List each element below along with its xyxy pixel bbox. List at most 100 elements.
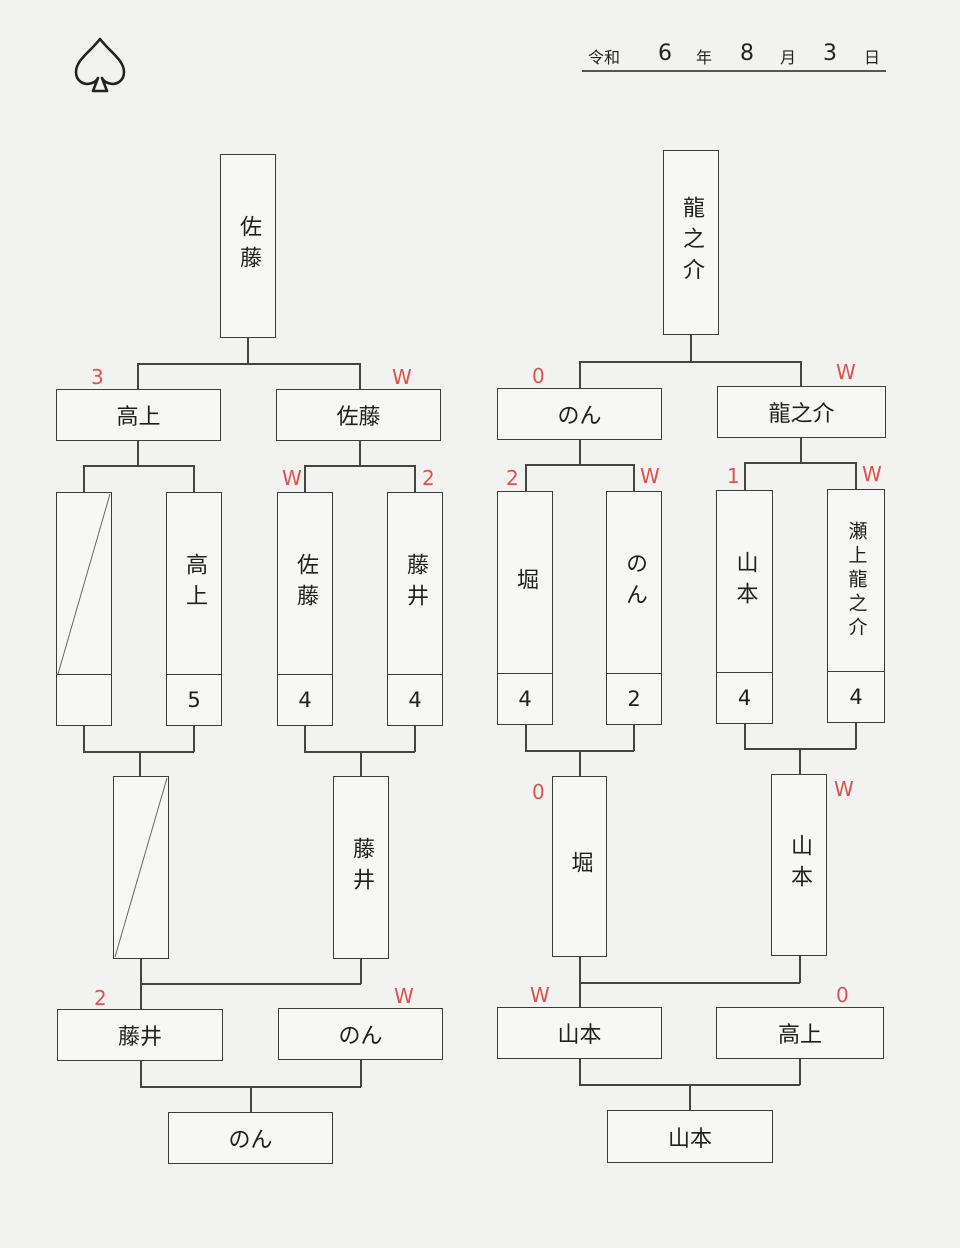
left-lower1-name: 藤井 (117, 1025, 162, 1050)
connector (525, 464, 634, 466)
connector (799, 956, 801, 983)
left-champion-box: 佐藤 (220, 154, 276, 338)
right-feeder-1-name: 堀 (567, 851, 593, 882)
right-feeder-2-box: 山本 (771, 774, 827, 956)
left-final-name: のん (228, 1128, 273, 1153)
right-semi1-mark: 0 (532, 364, 545, 388)
connector (360, 1060, 362, 1087)
right-feeder-2-name: 山本 (787, 834, 812, 896)
month-value: 8 (740, 41, 754, 66)
connector (525, 464, 527, 491)
connector (304, 726, 306, 752)
right-r1-1-mark: 2 (506, 466, 519, 490)
connector (137, 363, 139, 390)
left-r1-1-name (57, 493, 111, 675)
connector (633, 725, 635, 751)
month-unit: 月 (780, 48, 797, 67)
right-lower2-mark: 0 (836, 983, 849, 1007)
left-feeder-1-name (114, 777, 168, 958)
connector (83, 726, 85, 752)
connector (137, 363, 360, 365)
left-r1-4-mark: 2 (422, 466, 435, 490)
right-lower1-mark: W (530, 983, 550, 1007)
left-final-box: のん (168, 1112, 333, 1164)
left-r1-3-score: 4 (278, 674, 332, 725)
right-semi2-name: 龍之介 (768, 402, 835, 427)
connector (247, 338, 249, 364)
connector (579, 361, 801, 363)
right-r1-3-name: 山本 (732, 551, 758, 613)
left-feeder-1-box (113, 776, 169, 959)
day-unit: 日 (864, 48, 881, 67)
connector (304, 751, 415, 753)
right-lower1-box: 山本 (497, 1007, 662, 1059)
left-semi2-name: 佐藤 (336, 405, 381, 430)
connector (360, 959, 362, 984)
left-r1-2-name: 高上 (182, 553, 207, 615)
connector (250, 1086, 252, 1112)
connector (744, 462, 856, 464)
connector (137, 441, 139, 466)
left-semi1-name: 高上 (116, 405, 161, 430)
right-r1-4-score: 4 (828, 671, 884, 722)
left-r1-4-score: 4 (388, 674, 442, 725)
era-label: 令和 (588, 48, 621, 67)
connector (579, 1059, 581, 1085)
left-champion-name: 佐藤 (236, 215, 261, 277)
connector (525, 725, 527, 751)
connector (579, 440, 581, 465)
right-semi2-box: 龍之介 (717, 386, 886, 438)
connector (193, 726, 195, 752)
connector (690, 335, 692, 362)
left-lower2-mark: W (394, 984, 414, 1008)
left-lower1-box: 藤井 (57, 1009, 223, 1061)
connector (140, 983, 361, 985)
connector (799, 748, 801, 775)
year-value: 6 (658, 41, 672, 66)
connector (193, 465, 195, 492)
left-lower2-name: のん (338, 1024, 383, 1049)
right-r1-4-name: 瀬上龍之介 (845, 521, 868, 641)
connector (139, 751, 141, 777)
connector (359, 363, 361, 390)
left-r1-3-box: 佐藤 4 (277, 492, 333, 726)
right-semi1-box: のん (497, 388, 662, 440)
left-semi1-mark: 3 (91, 365, 104, 389)
connector (304, 465, 415, 467)
connector (855, 462, 857, 489)
connector (579, 361, 581, 389)
left-r1-3-mark: W (282, 466, 302, 490)
right-final-name: 山本 (667, 1126, 712, 1152)
left-feeder-2-name: 藤井 (349, 836, 374, 899)
date-line: 令和 6 年 8 月 3 日 (582, 41, 886, 72)
left-lower2-box: のん (278, 1008, 443, 1060)
left-r1-1-box (56, 492, 112, 726)
connector (140, 1061, 142, 1087)
connector (633, 464, 635, 491)
left-semi2-box: 佐藤 (276, 389, 441, 441)
right-champion-box: 龍之介 (663, 150, 719, 335)
left-r1-1-score (57, 674, 111, 725)
right-semi2-mark: W (836, 360, 856, 384)
connector (83, 751, 194, 753)
left-r1-4-box: 藤井 4 (387, 492, 443, 726)
connector (744, 462, 746, 490)
connector (359, 441, 361, 466)
left-semi1-box: 高上 (56, 389, 221, 441)
right-r1-2-mark: W (640, 464, 660, 488)
connector (579, 982, 800, 984)
connector (414, 726, 416, 752)
right-lower2-name: 高上 (777, 1023, 822, 1048)
left-r1-3-name: 佐藤 (293, 553, 318, 615)
left-lower1-mark: 2 (94, 986, 107, 1010)
connector (799, 1059, 801, 1085)
spade-icon (72, 36, 128, 94)
right-r1-4-mark: W (862, 462, 882, 486)
left-r1-2-box: 高上 5 (166, 492, 222, 726)
connector (800, 438, 802, 463)
right-feeder-2-mark: W (834, 777, 854, 801)
right-r1-1-box: 堀 4 (497, 491, 553, 725)
left-r1-2-score: 5 (167, 674, 221, 725)
right-lower1-name: 山本 (557, 1023, 602, 1048)
connector (83, 465, 194, 467)
